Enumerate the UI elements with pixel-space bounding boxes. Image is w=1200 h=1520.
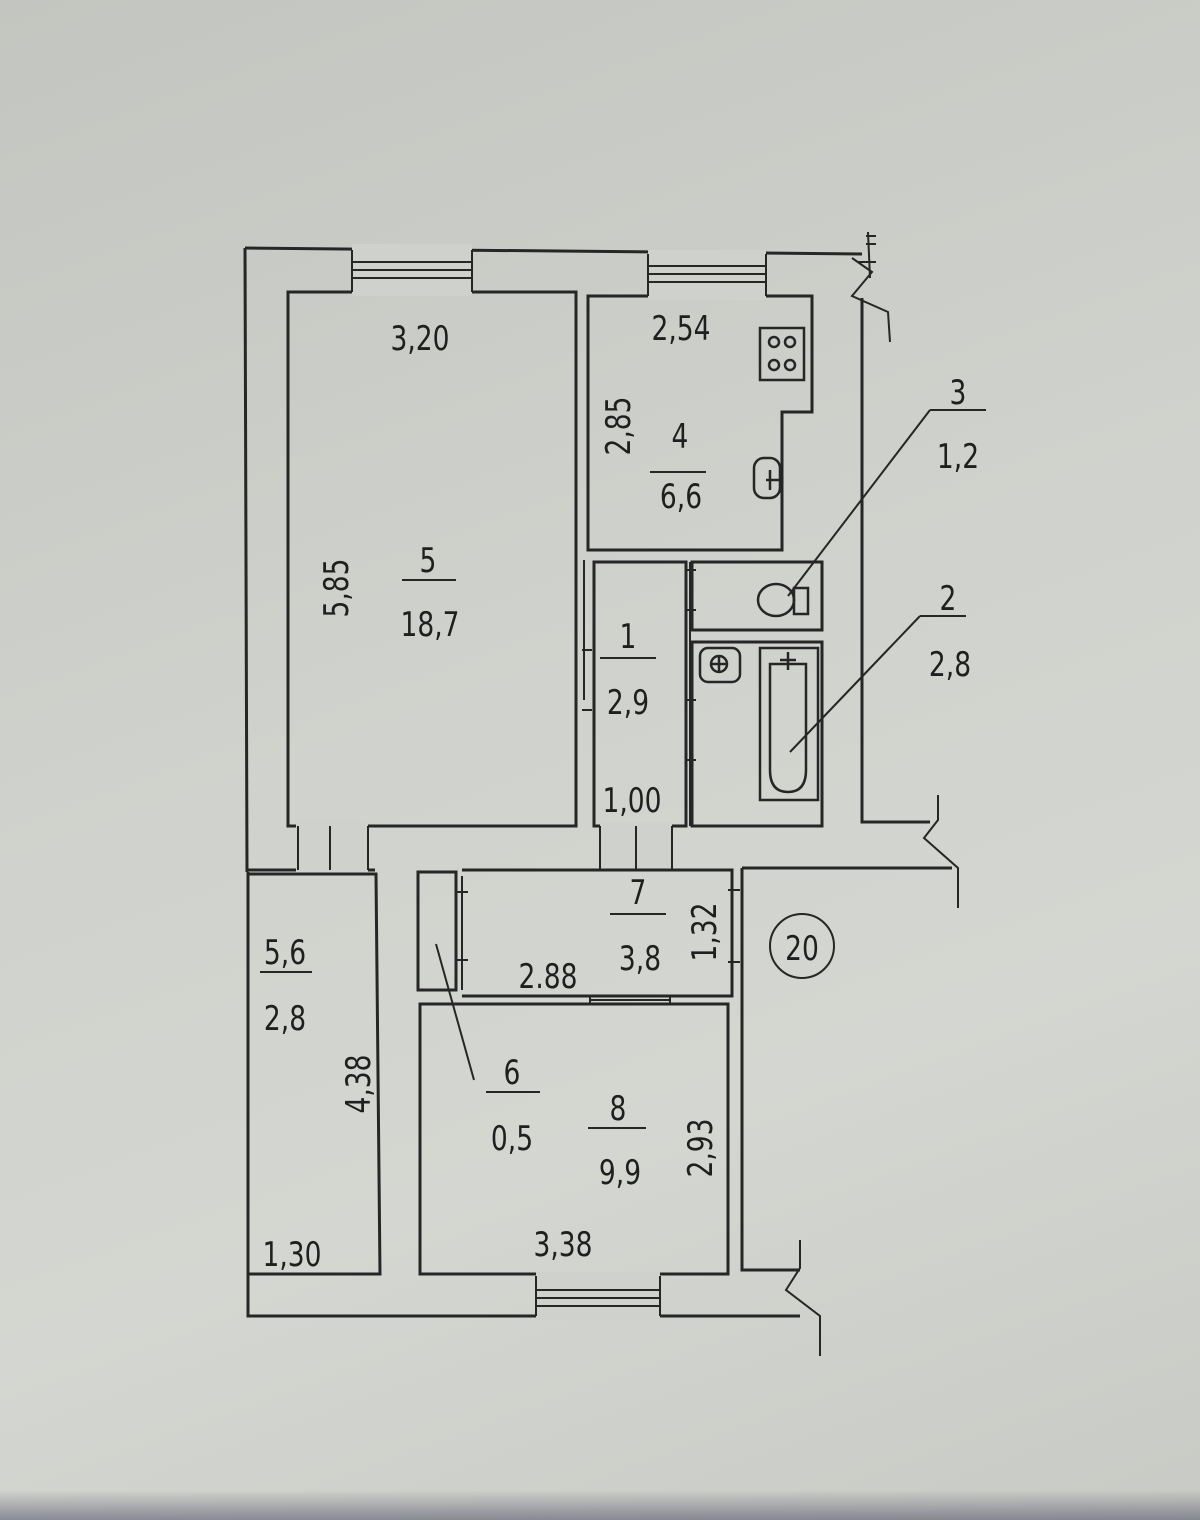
room-7-length-label: 1,32 (686, 902, 725, 961)
room-8 (418, 996, 730, 1320)
room-5-number-label: 5 (420, 542, 437, 581)
washbasin-icon (698, 646, 742, 684)
photo-edge-shadow (0, 1490, 1200, 1520)
balcony-number-label: 5,6 (264, 934, 306, 973)
balcony-width-label: 1,30 (262, 1236, 321, 1275)
room-5-length-label: 5,85 (318, 558, 357, 617)
room-4-width-label: 2,54 (651, 310, 710, 349)
room-1-width-label: 1,00 (602, 782, 661, 821)
balcony (248, 872, 382, 1276)
room-8-area-label: 9,9 (599, 1154, 641, 1193)
room-6-area-label: 0,5 (491, 1120, 533, 1159)
room-8-number-label: 8 (610, 1090, 627, 1129)
kitchen-sink-icon (752, 456, 782, 500)
room-4-area-label: 6,6 (660, 478, 702, 517)
room-8-width-label: 3,38 (533, 1226, 592, 1265)
room-3 (690, 560, 824, 632)
room-8-length-label: 2,93 (682, 1118, 721, 1177)
room-7-area-label: 3,8 (619, 940, 661, 979)
room-4-number-label: 4 (672, 418, 689, 457)
room-2 (690, 640, 824, 828)
leader-lines (787, 409, 986, 753)
room-7 (456, 868, 740, 998)
room-5-width-label: 3,20 (390, 320, 449, 359)
room-2-area-label: 2,8 (929, 646, 971, 685)
room-4 (586, 250, 814, 552)
room-2-number-label: 2 (940, 580, 957, 619)
balcony-area-label: 2,8 (264, 1000, 306, 1039)
stove-icon (758, 326, 806, 382)
room-7-width-label: 2.88 (518, 958, 577, 997)
wall-break-bottom-right (784, 1240, 821, 1356)
balcony-length-label: 4,38 (340, 1054, 379, 1113)
wall-break-right-middle (922, 795, 959, 908)
room-3-number-label: 3 (950, 374, 967, 413)
fraction-bars (260, 471, 706, 1129)
room-5 (286, 244, 592, 874)
toilet-icon (756, 582, 810, 618)
room-7-number-label: 7 (630, 874, 647, 913)
wall-break-top-right (850, 231, 891, 343)
room-6-number-label: 6 (504, 1054, 521, 1093)
apartment-number-label: 20 (785, 930, 819, 969)
room-3-area-label: 1,2 (937, 438, 979, 477)
labels: 3,20 5 18,7 5,85 2,54 4 6,6 2,85 3 1,2 2… (262, 310, 979, 1275)
room-5-area-label: 18,7 (400, 606, 459, 645)
room-1-number-label: 1 (620, 618, 637, 657)
room-4-length-label: 2,85 (600, 396, 639, 455)
room-1-area-label: 2,9 (607, 684, 649, 723)
room-6 (416, 870, 475, 1081)
apartment-number-circle (769, 913, 835, 979)
bathtub-icon (758, 646, 820, 802)
